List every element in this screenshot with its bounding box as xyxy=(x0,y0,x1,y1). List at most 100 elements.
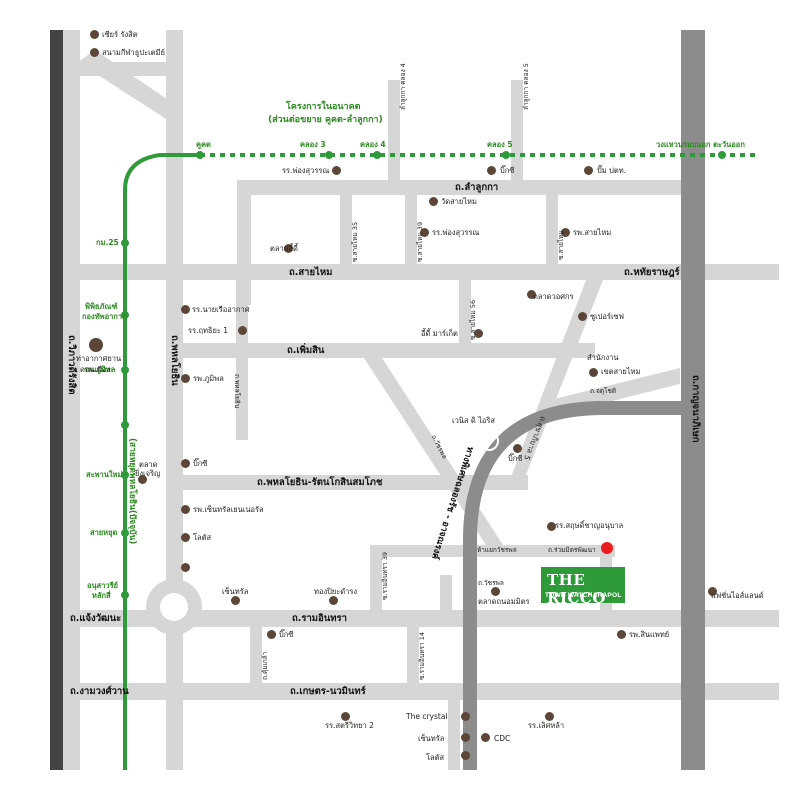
place-pum-ptt: ปั๊ม ปตท. xyxy=(597,166,627,175)
place-dot xyxy=(90,30,99,39)
place-dot xyxy=(513,444,522,453)
road-chatuchot: ถ.จตุโชติ xyxy=(590,387,617,395)
place-samit: รร.สฤษดิ์ชาญอนุบาล xyxy=(555,521,624,530)
airport-dot xyxy=(89,338,103,352)
road-phahon-sub: ถ.พหลโยธิน xyxy=(233,374,241,409)
place-bhumibol-hosp: รพ.ภูมิพล xyxy=(193,374,224,383)
place-dot xyxy=(341,712,350,721)
place-dot xyxy=(90,48,99,57)
road-phahon: ถ.พหลโยธิน xyxy=(169,335,180,386)
place-dot xyxy=(420,228,429,237)
road-saimai56: ซ.สายไหม 56 xyxy=(469,299,477,340)
place-thai-market: ทองปิยะดำรง xyxy=(314,587,358,596)
station-bhumibol: รพ.ภูมิพล xyxy=(84,365,116,374)
place-dot xyxy=(547,522,556,531)
road-lamlukka: ถ.ลำลูกกา xyxy=(455,182,499,193)
place-dot xyxy=(332,166,341,175)
road-saimai39: ซ.สายไหม 39 xyxy=(416,221,424,262)
road-phemsin: ถ.เพิ่มสิน xyxy=(287,345,325,356)
road-lane14: ซ.รามอินทรา 14 xyxy=(418,631,426,680)
place-market-world: ตลาดวอศกร xyxy=(533,292,574,301)
place-cdc: CDC xyxy=(494,734,511,743)
place-dot xyxy=(181,563,190,572)
road-wachiraphon-short: ถ.วัชรพล xyxy=(478,579,504,587)
place-bigc-low: บิ๊กซี xyxy=(279,630,294,639)
place-thammasat: สนามกีฬาธูปะเตมีย์ xyxy=(102,48,165,57)
place-dot xyxy=(181,459,190,468)
road-soi-k4: ลำลูกกา คลอง 4 xyxy=(399,63,407,110)
place-dot xyxy=(481,733,490,742)
place-rr-air: รร.นายเรืออากาศ xyxy=(192,305,250,314)
place-sarit: รร.เลิศหล้า xyxy=(528,721,565,730)
station-east: วงแหวนรอบนอก ตะวันออก xyxy=(656,140,745,149)
place-pong2: รร.พ่องสุวรรณ xyxy=(432,228,480,237)
road-phahonyothin-rattanakosin: ถ.พหลโยธิน-รัตนโกสินสมโภช xyxy=(257,477,383,488)
road-ruamnimit: ถ.ร่วมมิตรพัฒนา xyxy=(548,546,596,554)
place-sinphat: รพ.สินแพทย์ xyxy=(629,630,670,639)
place-pong-school: รร.พ่องสุวรรณ xyxy=(282,166,330,175)
place-dot xyxy=(429,197,438,206)
place-bigc-mid: บิ๊กซี xyxy=(193,459,208,468)
place-supersave: ซูเปอร์เซฟ xyxy=(590,312,624,321)
place-dot xyxy=(181,533,190,542)
station-anusawari-2: หลักสี่ xyxy=(92,591,111,600)
place-crystal: The crystal xyxy=(406,712,448,721)
project-name: THE RICCO xyxy=(547,571,606,607)
place-bigc-top: บิ๊กซี xyxy=(500,166,515,175)
road-saimai-lane: ซ.สายไหม xyxy=(557,230,565,260)
station-saiyud: สายหยุด xyxy=(90,528,118,537)
station-k5: คลอง 5 xyxy=(487,140,513,149)
place-sanam-bin2: ดอนเมือง xyxy=(80,365,111,374)
place-dot xyxy=(238,326,247,335)
station-airforce-1: พิพิธภัณฑ์ xyxy=(85,302,118,311)
road-kanchanaphisek: ถ.กาญจนาภิเษก xyxy=(690,375,701,443)
place-edi-market: อี้ดี้ มาร์เก็ต xyxy=(421,329,458,338)
place-dot xyxy=(617,630,626,639)
road-saimai: ถ.สายไหม xyxy=(289,267,333,278)
station-saphan: สะพานใหม่ xyxy=(86,470,123,479)
road-hathairat: ถ.หทัยราษฎร์ xyxy=(624,267,680,278)
place-satrivit: รร.สตรีวิทยา 2 xyxy=(325,721,374,730)
place-central-hosp: รพ.เซ็นทรัลเยนเนอรัล xyxy=(193,505,264,514)
place-dot xyxy=(474,329,483,338)
place-dot xyxy=(267,630,276,639)
place-dot xyxy=(578,312,587,321)
future-title-1: โครงการในอนาคต xyxy=(286,102,361,112)
place-dot xyxy=(231,596,240,605)
green-line xyxy=(123,153,200,770)
station-airforce-2: กองทัพอากาศ xyxy=(82,312,127,321)
road-soi-k5: ลำลูกกา คลอง 5 xyxy=(522,63,530,110)
road-chaengwattana: ถ.แจ้งวัฒนะ xyxy=(70,613,122,624)
place-sat-office: สำนักงาน xyxy=(587,353,619,362)
road-ramintra: ถ.รามอินทรา xyxy=(292,613,347,624)
place-future-park: เซียร์ รังสิต xyxy=(102,30,138,39)
place-dot xyxy=(545,712,554,721)
place-sat-office2: เขตสายไหม xyxy=(601,367,641,376)
place-market-pattana: ตลาดถนอมมิตร xyxy=(478,597,530,606)
place-dot xyxy=(584,166,593,175)
place-edi-market2: ตลาดอี้ดี้ xyxy=(270,244,298,253)
place-dot xyxy=(138,475,147,484)
project-subtitle: TOWN WATCHARAPOL xyxy=(545,592,622,599)
place-dot xyxy=(461,751,470,760)
station-anusawari-1: อนุสาวรีย์ xyxy=(87,581,119,590)
place-bigc-right: บิ๊กซี xyxy=(508,454,523,463)
place-lotus-left: โลตัส xyxy=(193,533,212,542)
road-phahon-wat: ห้าแยกวัชรพล xyxy=(477,546,517,554)
place-central-low: เซ็นทรัล xyxy=(418,734,445,743)
station-dots xyxy=(121,151,726,599)
road-kasetnawamin: ถ.เกษตร-นวมินทร์ xyxy=(290,686,366,697)
road-garden: ถ.คุ้มเกล้า xyxy=(261,651,269,680)
place-wat-saimai: วัดสายไหม xyxy=(441,197,477,206)
place-central-left: เซ็นทรัล xyxy=(222,587,249,596)
place-saimai-hosp: รพ.สายไหม xyxy=(573,228,612,237)
place-rr-phumisit: รร.ฤทธิยะ 1 xyxy=(188,326,229,335)
place-market-ying: ตลาด xyxy=(139,460,158,469)
future-title-2: (ส่วนต่อขยาย คูคต-ลำลูกกา) xyxy=(268,115,383,125)
place-dot xyxy=(461,712,470,721)
place-dot xyxy=(284,244,293,253)
road-vibhavadi: ถ.วิภาวดีรังสิต xyxy=(66,335,77,395)
place-dot xyxy=(487,166,496,175)
road-saimai35: ซ.สายไหม 35 xyxy=(351,221,359,262)
station-k3: คลอง 3 xyxy=(300,140,326,149)
